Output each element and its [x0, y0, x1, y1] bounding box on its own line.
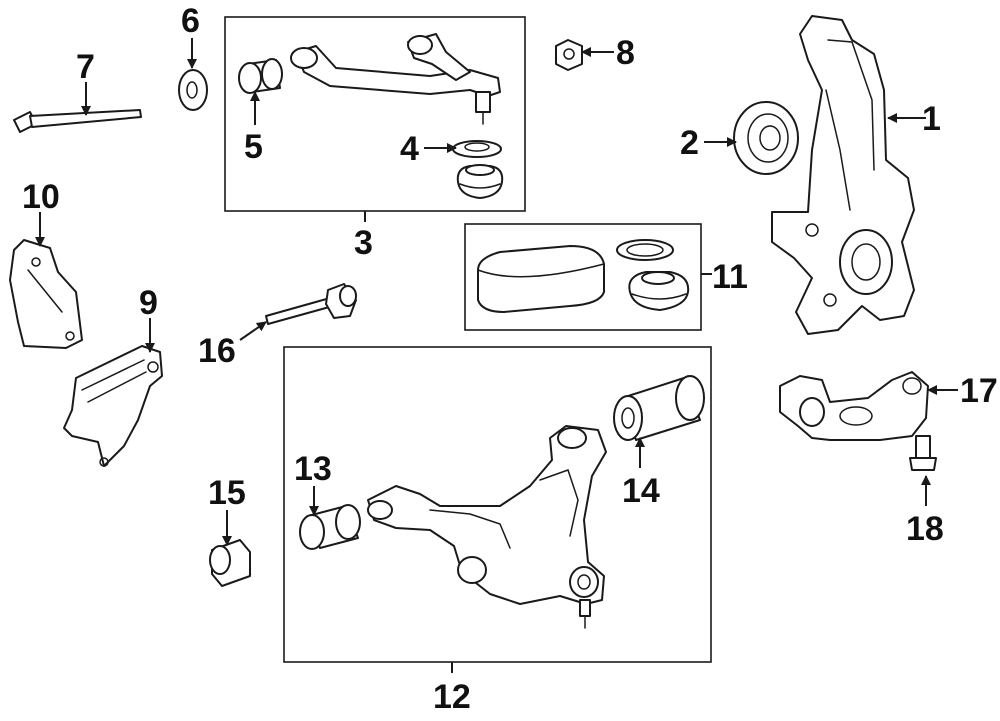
washer-part-6	[178, 69, 208, 111]
bracket-part-10	[9, 239, 83, 349]
callout-3: 3	[354, 224, 373, 262]
bushing-part-13	[299, 504, 361, 550]
callout-5: 5	[244, 128, 263, 166]
nut-part-8	[555, 39, 583, 71]
callout-6: 6	[181, 2, 200, 40]
bracket-part-17	[779, 371, 929, 441]
seal-ring-part-4	[452, 140, 502, 158]
callout-2: 2	[680, 124, 699, 162]
callout-1: 1	[922, 100, 941, 138]
callout-16: 16	[198, 332, 236, 370]
steering-knuckle-part-1	[771, 15, 915, 335]
callout-13: 13	[294, 450, 332, 488]
arrow-16	[239, 321, 267, 341]
group-box-upper-arm	[224, 16, 526, 212]
bushing-part-15	[209, 539, 251, 587]
bushing-part-14	[613, 375, 705, 441]
callout-12: 12	[433, 678, 471, 716]
callout-15: 15	[208, 474, 246, 512]
dust-shield-part-2	[733, 101, 799, 175]
callout-14: 14	[622, 472, 660, 510]
shield-bracket-part-9	[63, 345, 163, 467]
callout-11: 11	[712, 258, 748, 296]
callout-17: 17	[960, 372, 998, 410]
callout-10: 10	[22, 178, 60, 216]
bolt-part-18	[909, 435, 937, 471]
cam-bolt-part-16	[265, 283, 357, 325]
callout-8: 8	[616, 34, 635, 72]
callout-4: 4	[400, 130, 419, 168]
repair-kit-part-11	[477, 239, 690, 313]
upper-boot	[456, 164, 504, 199]
group-box-repair-kit	[464, 223, 702, 331]
callout-7: 7	[76, 48, 95, 86]
callout-9: 9	[139, 284, 158, 322]
bushing-part-5	[238, 58, 283, 94]
callout-18: 18	[906, 510, 944, 548]
upper-control-arm-part-3	[290, 33, 501, 125]
lower-control-arm-part-12	[367, 425, 607, 629]
bolt-part-7	[13, 109, 142, 133]
group-box-lower-arm	[283, 346, 712, 663]
